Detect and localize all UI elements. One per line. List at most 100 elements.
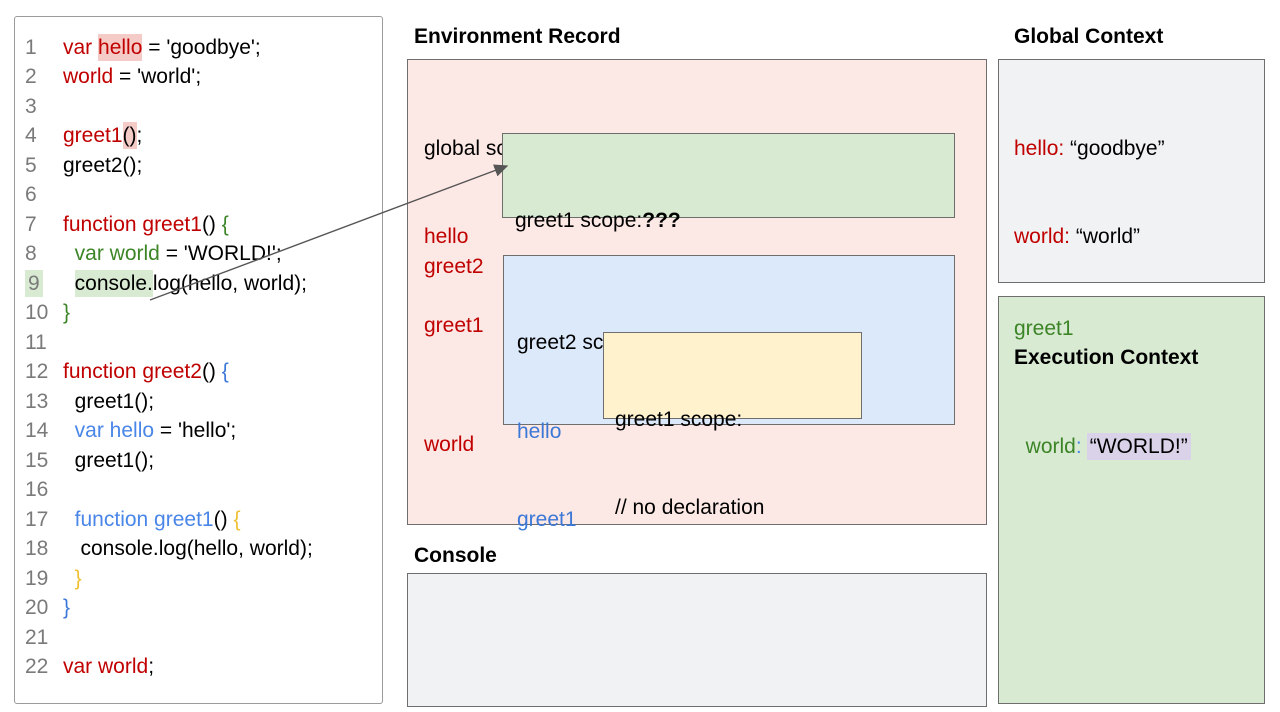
code-text: greet1(); — [63, 122, 143, 150]
line-number: 14 — [25, 419, 49, 443]
code-segment: hello — [98, 33, 143, 61]
code-segment: greet1(); — [63, 448, 155, 472]
greet1-scope-label-row: greet1 scope:??? — [515, 206, 681, 236]
line-number: 4 — [25, 124, 37, 148]
code-segment: ; — [136, 124, 143, 148]
greet1-scope-label: greet1 scope: — [515, 209, 643, 232]
code-text: } — [63, 567, 82, 591]
code-segment: var world — [74, 242, 160, 266]
entry-name: world: — [1014, 225, 1071, 248]
code-line: 3 — [15, 92, 382, 122]
code-segment: = 'WORLD!'; — [159, 242, 282, 266]
greet1-scope-box — [502, 133, 955, 218]
code-segment: } — [63, 301, 71, 325]
code-text: console.log(hello, world); — [63, 537, 313, 561]
code-line: 17 function greet1() { — [15, 505, 382, 535]
code-text: var world; — [63, 655, 154, 679]
ec-colon: : — [1075, 434, 1082, 458]
code-line: 9 console.log(hello, world); — [15, 269, 382, 299]
code-segment: } — [63, 596, 71, 620]
execution-context-title: Execution Context — [1014, 346, 1199, 369]
code-line: 21 — [15, 623, 382, 653]
code-segment: } — [74, 566, 82, 590]
greet2-scope-var-hello: hello — [517, 419, 562, 443]
entry-value: “world” — [1070, 225, 1141, 248]
code-line: 15 greet1(); — [15, 446, 382, 476]
greet1-inner-scope-content: greet1 scope: // no declaration — [615, 346, 764, 553]
line-number: 12 — [25, 360, 49, 384]
line-number: 3 — [25, 94, 37, 118]
greet1-inner-scope-comment: // no declaration — [615, 496, 765, 519]
code-segment — [63, 567, 75, 590]
code-line: 7 function greet1() { — [15, 210, 382, 240]
code-segment: { — [221, 212, 229, 236]
line-number: 17 — [25, 507, 49, 531]
code-segment: () — [201, 360, 222, 384]
line-number: 1 — [25, 35, 37, 59]
code-text: } — [63, 301, 70, 325]
console-output-box — [407, 573, 987, 707]
code-segment: log(hello, world); — [152, 271, 307, 295]
global-var-greet1: greet1 — [424, 313, 484, 337]
code-line: 4 greet1(); — [15, 122, 382, 152]
code-segment: = 'world'; — [113, 65, 202, 89]
code-segment: { — [221, 360, 229, 384]
line-number: 19 — [25, 566, 49, 590]
line-number: 22 — [25, 655, 49, 679]
code-segment: console.log(hello, world); — [63, 537, 313, 561]
code-segment: world — [63, 65, 114, 89]
entry-value: “goodbye” — [1064, 136, 1165, 160]
code-segment: function greet1 — [74, 507, 214, 531]
code-segment: function greet1 — [63, 212, 202, 236]
code-line: 13 greet1(); — [15, 387, 382, 417]
code-text: greet1(); — [63, 390, 154, 414]
execution-context-var-row: world:“WORLD!” — [1014, 402, 1191, 461]
code-segment: () — [213, 507, 234, 531]
greet2-scope-var-greet1: greet1 — [517, 508, 577, 531]
greet1-inner-scope-box — [603, 332, 862, 419]
code-text: function greet1() { — [63, 507, 241, 532]
code-text: console.log(hello, world); — [63, 269, 307, 297]
code-text: world = 'world'; — [63, 65, 201, 89]
line-number: 5 — [25, 153, 37, 177]
code-line: 10} — [15, 299, 382, 329]
ec-var-value: “WORLD!” — [1086, 432, 1191, 460]
code-text: var hello = 'hello'; — [63, 419, 237, 443]
code-segment: { — [233, 507, 241, 531]
code-line: 16 — [15, 476, 382, 506]
code-segment — [63, 508, 75, 531]
code-line: 6 — [15, 181, 382, 211]
code-text: var hello = 'goodbye'; — [63, 33, 261, 61]
code-text: greet2(); — [63, 154, 142, 178]
code-line: 18 console.log(hello, world); — [15, 535, 382, 565]
code-line: 20} — [15, 594, 382, 624]
execution-context-box — [998, 296, 1265, 704]
global-var-greet2: greet2 — [424, 255, 484, 278]
line-number: 16 — [25, 478, 49, 502]
line-number: 18 — [25, 537, 49, 561]
line-number: 7 — [25, 212, 37, 236]
code-text: function greet1() { — [63, 213, 229, 237]
global-context-box — [998, 59, 1265, 283]
code-segment: = 'hello'; — [154, 419, 237, 443]
code-segment: function greet2 — [63, 360, 202, 384]
code-segment: () — [122, 122, 137, 150]
entry-name: hello: — [1014, 136, 1065, 160]
code-text: function greet2() { — [63, 360, 229, 384]
code-line: 22 var world; — [15, 653, 382, 683]
line-number: 15 — [25, 448, 49, 472]
code-segment: console. — [74, 269, 153, 297]
line-number: 9 — [25, 269, 63, 297]
code-line: 8 var world = 'WORLD!'; — [15, 240, 382, 270]
code-segment — [63, 272, 75, 295]
console-title: Console — [414, 544, 497, 567]
code-segment: () — [201, 212, 222, 236]
code-line: 14 var hello = 'hello'; — [15, 417, 382, 447]
code-line: 1 var hello = 'goodbye'; — [15, 33, 382, 63]
line-number: 11 — [25, 330, 47, 354]
code-text: greet1(); — [63, 449, 154, 473]
code-segment: ; — [148, 655, 155, 679]
code-line: 12 function greet2() { — [15, 358, 382, 388]
